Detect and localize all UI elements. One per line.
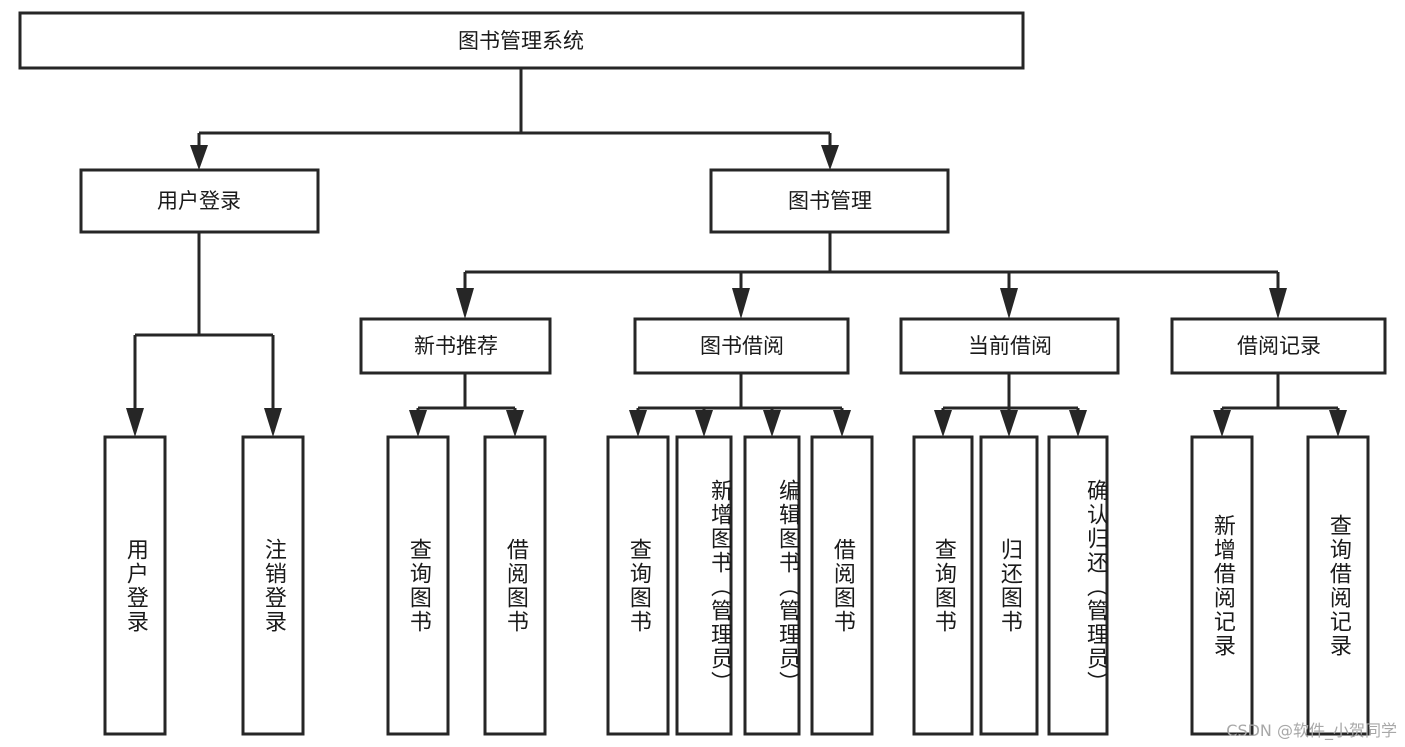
leaf-cb-confirm-return[interactable]: 确认归还（管理员） — [1047, 435, 1109, 736]
leaf-cb-return-book-fo: 归还图书 — [996, 537, 1022, 634]
leaf-br-query-record[interactable]: 查询借阅记录 — [1306, 435, 1370, 736]
leaf-cb-confirm-return-fo: 确认归还（管理员） — [1083, 478, 1107, 695]
leaf-bb-query-book[interactable]: 查询图书 — [606, 435, 670, 736]
leaf-user-login-fo: 用户登录 — [122, 537, 148, 634]
leaf-cb-query-book-text: 查询图书 — [930, 537, 956, 634]
leaf-bb-query-book-text: 查询图书 — [625, 537, 651, 634]
arrowhead-leaf-logout — [264, 408, 282, 437]
arrowhead-book-borrow — [732, 288, 750, 319]
leaf-logout-fo: 注销登录 — [260, 537, 286, 634]
node-user-login-box[interactable] — [79, 168, 320, 234]
leaf-cb-confirm-return-box[interactable] — [1047, 435, 1109, 736]
node-current-borrow-box[interactable] — [899, 317, 1120, 375]
leaf-nb-borrow-book-fo: 借阅图书 — [502, 537, 528, 634]
arrowhead-cb-leaf-2 — [1000, 410, 1018, 437]
arrowhead-cb-leaf-3 — [1069, 410, 1087, 437]
leaf-nb-query-book-box[interactable] — [386, 435, 450, 736]
leaf-bb-query-book-fo: 查询图书 — [625, 537, 651, 634]
leaf-nb-query-book-fo: 查询图书 — [405, 537, 431, 634]
node-borrow-record-box[interactable] — [1170, 317, 1387, 375]
node-current-borrow-label: 当前借阅 — [968, 334, 1052, 358]
leaf-br-add-record-box[interactable] — [1190, 435, 1254, 736]
arrowhead-book-manage — [821, 145, 839, 170]
leaf-bb-borrow-book-box[interactable] — [810, 435, 874, 736]
leaf-nb-borrow-book-text: 借阅图书 — [502, 537, 528, 634]
node-root-box[interactable] — [18, 11, 1025, 70]
arrowhead-bb-leaf-3 — [763, 410, 781, 437]
arrowhead-nb-leaf-1 — [409, 410, 427, 437]
leaf-cb-confirm-return-text: 确认归还（管理员） — [1083, 478, 1107, 695]
leaf-bb-add-book-box[interactable] — [675, 435, 733, 736]
leaf-br-add-record-fo: 新增借阅记录 — [1209, 513, 1235, 658]
edges-layer — [126, 68, 1347, 437]
node-book-borrow-box[interactable] — [633, 317, 850, 375]
leaf-nb-borrow-book[interactable]: 借阅图书 — [483, 435, 547, 736]
arrowhead-br-leaf-1 — [1213, 410, 1231, 437]
leaf-bb-borrow-book-fo: 借阅图书 — [829, 537, 855, 634]
arrowhead-new-book — [456, 288, 474, 319]
arrowhead-current-borrow — [1000, 288, 1018, 319]
node-new-book-recommend-label: 新书推荐 — [414, 334, 498, 358]
node-book-manage-label: 图书管理 — [788, 189, 872, 213]
leaf-logout-text: 注销登录 — [260, 537, 286, 634]
leaf-cb-query-book[interactable]: 查询图书 — [912, 435, 974, 736]
leaf-br-query-record-fo: 查询借阅记录 — [1325, 513, 1351, 658]
leaf-cb-return-book[interactable]: 归还图书 — [979, 435, 1039, 736]
leaf-br-query-record-box[interactable] — [1306, 435, 1370, 736]
leaf-bb-query-book-box[interactable] — [606, 435, 670, 736]
arrowhead-bb-leaf-4 — [833, 410, 851, 437]
leaf-bb-borrow-book-text: 借阅图书 — [829, 537, 855, 634]
arrowhead-leaf-user-login — [126, 408, 144, 437]
leaf-cb-query-book-fo: 查询图书 — [930, 537, 956, 634]
leaf-bb-edit-book[interactable]: 编辑图书（管理员） — [743, 435, 801, 736]
nodes-layer: 图书管理系统 用户登录 图书管理 新书推荐 图书借阅 当前 — [18, 11, 1387, 736]
node-new-book-recommend-box[interactable] — [359, 317, 552, 375]
leaf-nb-query-book-text: 查询图书 — [405, 537, 431, 634]
node-borrow-record-label: 借阅记录 — [1237, 334, 1321, 358]
leaf-nb-borrow-book-box[interactable] — [483, 435, 547, 736]
leaf-bb-borrow-book[interactable]: 借阅图书 — [810, 435, 874, 736]
node-book-borrow[interactable]: 图书借阅 — [633, 317, 850, 375]
leaf-bb-add-book[interactable]: 新增图书（管理员） — [675, 435, 733, 736]
leaf-bb-edit-book-box[interactable] — [743, 435, 801, 736]
arrowhead-bb-leaf-1 — [629, 410, 647, 437]
node-book-manage-box[interactable] — [709, 168, 950, 234]
leaf-logout-box[interactable] — [241, 435, 305, 736]
node-user-login-label: 用户登录 — [157, 189, 241, 213]
arrowhead-br-leaf-2 — [1329, 410, 1347, 437]
node-book-borrow-label: 图书借阅 — [700, 334, 784, 358]
leaf-user-login-text: 用户登录 — [122, 537, 148, 634]
leaf-nb-query-book[interactable]: 查询图书 — [386, 435, 450, 736]
node-borrow-record[interactable]: 借阅记录 — [1170, 317, 1387, 375]
leaf-br-query-record-text: 查询借阅记录 — [1325, 513, 1351, 658]
leaf-cb-return-book-box[interactable] — [979, 435, 1039, 736]
arrowhead-user-login — [190, 145, 208, 170]
leaf-bb-edit-book-fo: 编辑图书（管理员） — [775, 478, 799, 695]
arrowhead-nb-leaf-2 — [506, 410, 524, 437]
arrowhead-borrow-record — [1269, 288, 1287, 319]
leaf-br-add-record[interactable]: 新增借阅记录 — [1190, 435, 1254, 736]
leaf-bb-add-book-text: 新增图书（管理员） — [707, 478, 731, 695]
arrowhead-bb-leaf-2 — [695, 410, 713, 437]
node-book-manage[interactable]: 图书管理 — [709, 168, 950, 234]
node-root[interactable]: 图书管理系统 — [18, 11, 1025, 70]
leaf-logout[interactable]: 注销登录 — [241, 435, 305, 736]
arrowhead-cb-leaf-1 — [934, 410, 952, 437]
node-root-label: 图书管理系统 — [458, 29, 584, 53]
leaf-user-login-box[interactable] — [103, 435, 167, 736]
node-current-borrow[interactable]: 当前借阅 — [899, 317, 1120, 375]
node-user-login[interactable]: 用户登录 — [79, 168, 320, 234]
leaf-br-add-record-text: 新增借阅记录 — [1209, 513, 1235, 658]
leaf-cb-return-book-text: 归还图书 — [996, 537, 1022, 634]
leaf-cb-query-book-box[interactable] — [912, 435, 974, 736]
leaf-bb-edit-book-text: 编辑图书（管理员） — [775, 478, 799, 695]
node-new-book-recommend[interactable]: 新书推荐 — [359, 317, 552, 375]
leaf-bb-add-book-fo: 新增图书（管理员） — [707, 478, 731, 695]
leaf-user-login[interactable]: 用户登录 — [103, 435, 167, 736]
